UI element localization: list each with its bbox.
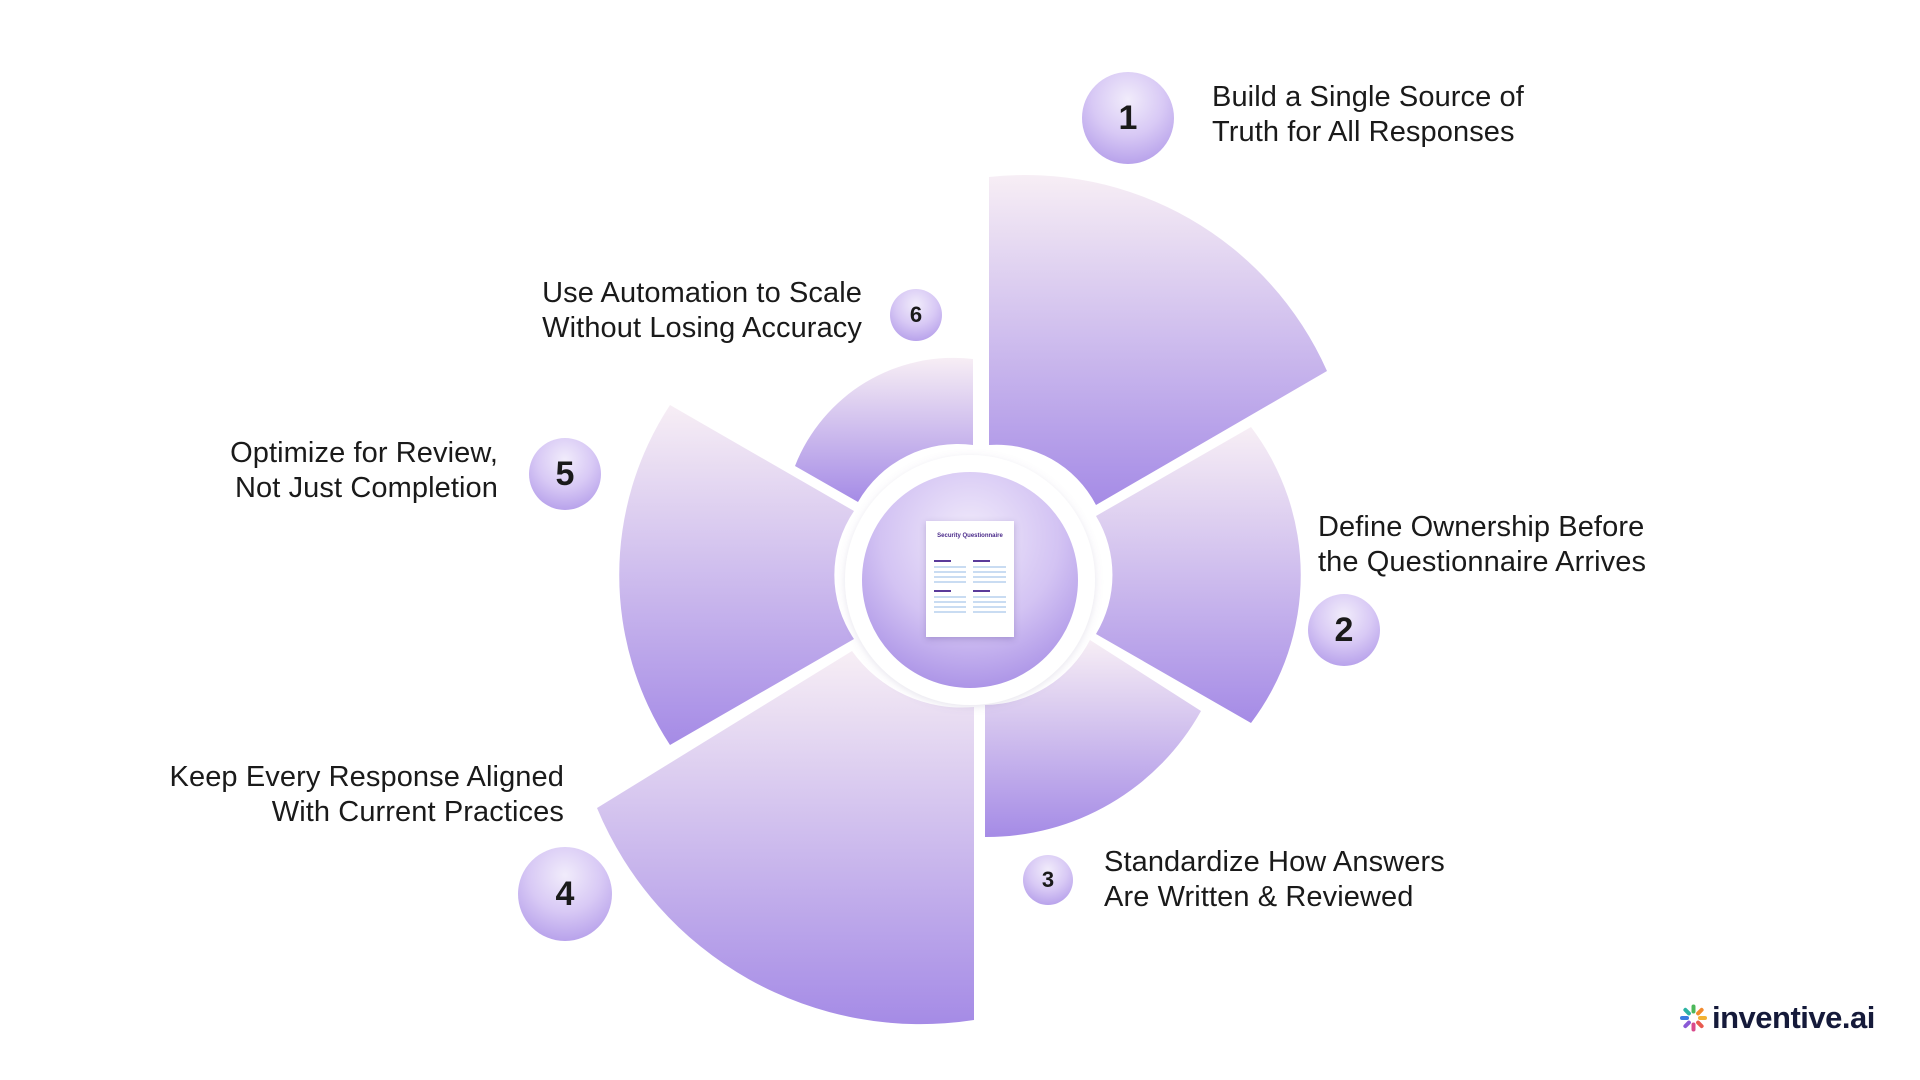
doc-text-line [973, 566, 1006, 568]
document-icon: Security Questionnaire [926, 521, 1014, 637]
inventive-ai-logo: inventive.ai [1680, 998, 1875, 1038]
doc-text-line [973, 571, 1006, 573]
step-3-badge: 3 [1023, 855, 1073, 905]
step-5-line1: Optimize for Review, [230, 437, 498, 469]
step-3-line1: Standardize How Answers [1104, 846, 1445, 878]
doc-text-line [934, 581, 966, 583]
doc-text-line [934, 596, 966, 598]
doc-text-line [934, 566, 966, 568]
step-2-line1: Define Ownership Before [1318, 511, 1645, 543]
doc-text-line [973, 601, 1006, 603]
doc-heading-line [934, 590, 951, 592]
doc-text-line [934, 571, 966, 573]
step-1-label: Build a Single Source of Truth for All R… [1212, 80, 1524, 150]
step-6-line2: Without Losing Accuracy [542, 312, 862, 344]
wheel-segment-2 [1096, 427, 1301, 723]
step-2-line2: the Questionnaire Arrives [1318, 546, 1647, 578]
wheel-segment-3 [985, 640, 1201, 838]
doc-text-line [973, 611, 1006, 613]
logo-text: inventive.ai [1712, 1000, 1875, 1035]
step-6-label: Use Automation to Scale Without Losing A… [542, 276, 862, 346]
doc-text-line [973, 606, 1006, 608]
step-1-line2: Truth for All Responses [1212, 116, 1515, 148]
logo-spark-icon [1680, 1004, 1708, 1032]
step-2-badge: 2 [1308, 594, 1380, 666]
doc-text-line [934, 611, 966, 613]
wheel-segment-1 [989, 174, 1327, 506]
doc-text-line [934, 601, 966, 603]
step-6-badge: 6 [890, 289, 942, 341]
step-5-label: Optimize for Review, Not Just Completion [230, 436, 498, 506]
step-3-line2: Are Written & Reviewed [1104, 881, 1414, 913]
wheel-segment-4 [597, 651, 974, 1025]
doc-text-line [973, 576, 1006, 578]
step-4-line2: With Current Practices [271, 796, 564, 828]
step-4-line1: Keep Every Response Aligned [169, 761, 564, 793]
step-1-line1: Build a Single Source of [1212, 81, 1524, 113]
doc-text-line [973, 596, 1006, 598]
step-5-line2: Not Just Completion [234, 472, 498, 504]
step-4-badge: 4 [518, 847, 612, 941]
doc-text-line [973, 581, 1006, 583]
doc-heading-line [973, 560, 990, 562]
wheel-segment-6 [795, 357, 973, 502]
doc-heading-line [973, 590, 990, 592]
document-title: Security Questionnaire [937, 533, 1003, 539]
doc-heading-line [934, 560, 951, 562]
step-2-label: Define Ownership Before the Questionnair… [1318, 510, 1646, 580]
step-6-line1: Use Automation to Scale [542, 277, 862, 309]
step-3-label: Standardize How Answers Are Written & Re… [1104, 845, 1445, 915]
wheel-segment-5 [619, 405, 854, 745]
step-4-label: Keep Every Response Aligned With Current… [170, 760, 564, 830]
doc-text-line [934, 606, 966, 608]
step-1-badge: 1 [1082, 72, 1174, 164]
doc-text-line [934, 576, 966, 578]
step-5-badge: 5 [529, 438, 601, 510]
